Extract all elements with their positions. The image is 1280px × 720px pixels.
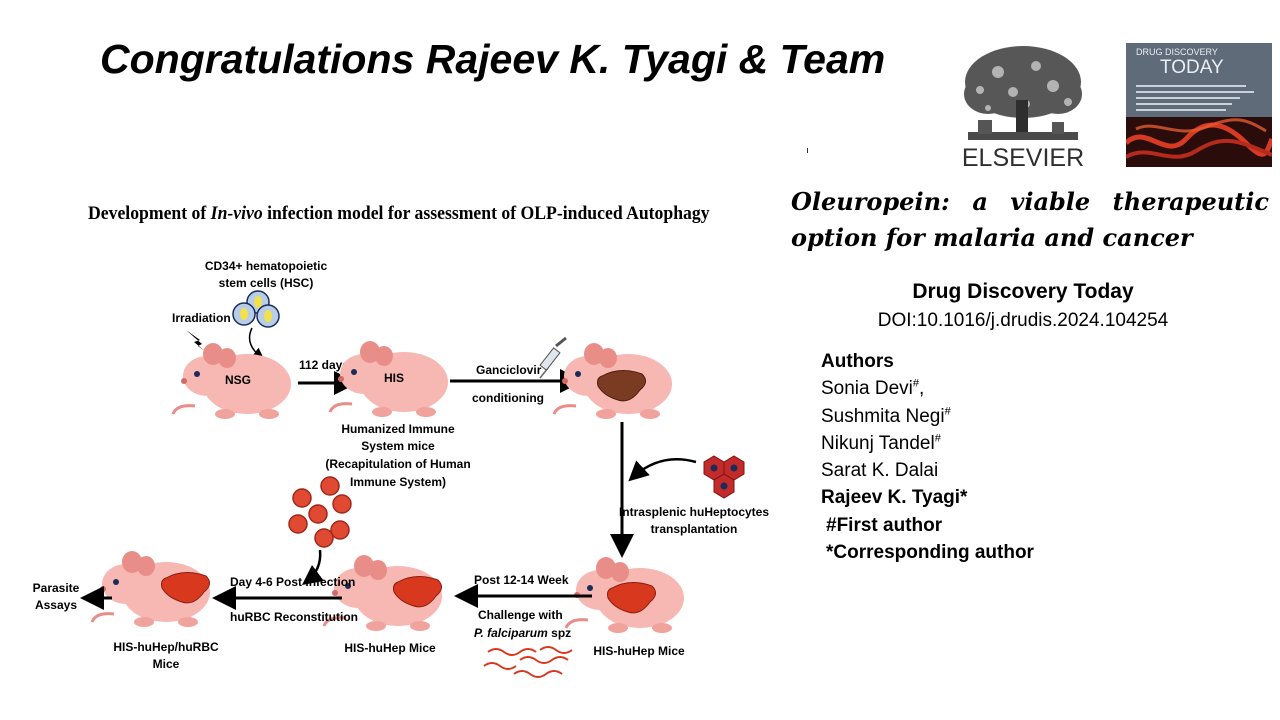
hepatocytes-icon (703, 455, 745, 499)
lightning-icon (186, 330, 206, 352)
label-his-desc-4: Immune System) (350, 475, 446, 489)
authors-heading: Authors (821, 351, 894, 372)
label-challenge-species: P. falciparum (474, 626, 548, 640)
label-his-huhep-mid: HIS-huHep Mice (344, 641, 436, 655)
label-ganciclovir: Ganciclovir (476, 363, 542, 377)
author-mark: # (934, 432, 941, 445)
label-parasite-2: Assays (35, 598, 77, 612)
paper-title-line-1: Oleuropein: a viable therapeutic (791, 187, 1269, 216)
author-suffix: , (919, 378, 925, 400)
infection-model-diagram: CD34+ hematopoietic stem cells (HSC) Irr… (33, 259, 769, 678)
label-his-desc-2: System mice (361, 439, 435, 453)
journal-cover-image: DRUG DISCOVERY TODAY (1124, 43, 1275, 167)
label-final-1: HIS-huHep/huRBC (113, 640, 219, 654)
journal-name: Drug Discovery Today (912, 280, 1134, 303)
cover-title-1: DRUG DISCOVERY (1136, 47, 1218, 57)
sporozoites-icon (483, 646, 573, 678)
elsevier-wordmark: ELSEVIER (962, 144, 1084, 170)
label-nsg: NSG (225, 373, 251, 387)
author-corresponding: Rajeev K. Tyagi* (821, 487, 968, 509)
author-3: Nikunj Tandel# (821, 430, 1034, 457)
cover-title-2: TODAY (1160, 57, 1224, 78)
label-transplant-1: Intrasplenic huHeptocytes (619, 505, 769, 519)
diagram-title-emphasis: In-vivo (210, 203, 263, 224)
label-challenge-2: P. falciparum spz (474, 626, 571, 640)
label-hsc-1: CD34+ hematopoietic (205, 259, 328, 273)
label-112-days: 112 days (299, 358, 349, 372)
divider-tick (807, 148, 808, 153)
syringe-icon (539, 336, 567, 379)
elsevier-tree-icon: ELSEVIER (958, 42, 1088, 172)
label-his-desc-3: (Recapitulation of Human (325, 457, 470, 471)
author-name: Nikunj Tandel (821, 432, 935, 454)
label-challenge-1: Challenge with (478, 608, 563, 622)
author-name: Sarat K. Dalai (821, 460, 939, 482)
label-irradiation: Irradiation (172, 311, 231, 325)
journal-doi: DOI:10.1016/j.drudis.2024.104254 (877, 310, 1169, 331)
diagram-title: Development of In-vivo infection model f… (88, 203, 710, 225)
label-transplant-2: transplantation (651, 522, 738, 536)
label-day-post: Day 4-6 Post infection (230, 575, 355, 589)
label-hsc-2: stem cells (HSC) (219, 276, 314, 290)
journal-cover: DRUG DISCOVERY TODAY (1124, 43, 1275, 167)
author-name: Sushmita Negi (821, 405, 945, 427)
label-his-desc-1: Humanized Immune (341, 422, 455, 436)
author-mark: # (944, 405, 951, 418)
label-final-2: Mice (153, 657, 180, 671)
diagram-title-pre: Development of (88, 203, 211, 224)
label-parasite-1: Parasite (33, 581, 80, 595)
author-4: Sarat K. Dalai (821, 457, 1034, 484)
arrow-hsc (248, 327, 265, 360)
label-his: HIS (384, 371, 404, 385)
authors-block: Authors Sonia Devi#, Sushmita Negi# Niku… (821, 348, 1034, 566)
rbc-cluster (288, 476, 352, 548)
label-rbc-recon: huRBC Reconstitution (230, 610, 358, 624)
author-name: Sonia Devi (821, 378, 913, 400)
slide-title: Congratulations Rajeev K. Tyagi & Team (100, 36, 886, 82)
paper-title-line-2: option for malaria and cancer (791, 223, 1193, 252)
author-1: Sonia Devi#, (821, 375, 1034, 402)
elsevier-logo: ELSEVIER (958, 42, 1088, 172)
label-his-huhep-right: HIS-huHep Mice (593, 644, 685, 658)
arrow-hepatocytes (628, 458, 697, 482)
label-conditioning: conditioning (472, 391, 544, 405)
author-2: Sushmita Negi# (821, 403, 1034, 430)
author-mark: # (912, 377, 920, 390)
label-post-week: Post 12-14 Week (474, 573, 569, 587)
diagram-title-post: infection model for assessment of OLP-in… (262, 203, 710, 224)
paper-title: Oleuropein: a viable therapeutic option … (791, 184, 1269, 256)
label-challenge-spz: spz (548, 626, 571, 640)
note-corresponding-author: *Corresponding author (826, 542, 1034, 564)
arrow-rbc (302, 549, 324, 586)
hsc-cells (232, 290, 280, 328)
note-first-author: #First author (826, 514, 943, 536)
